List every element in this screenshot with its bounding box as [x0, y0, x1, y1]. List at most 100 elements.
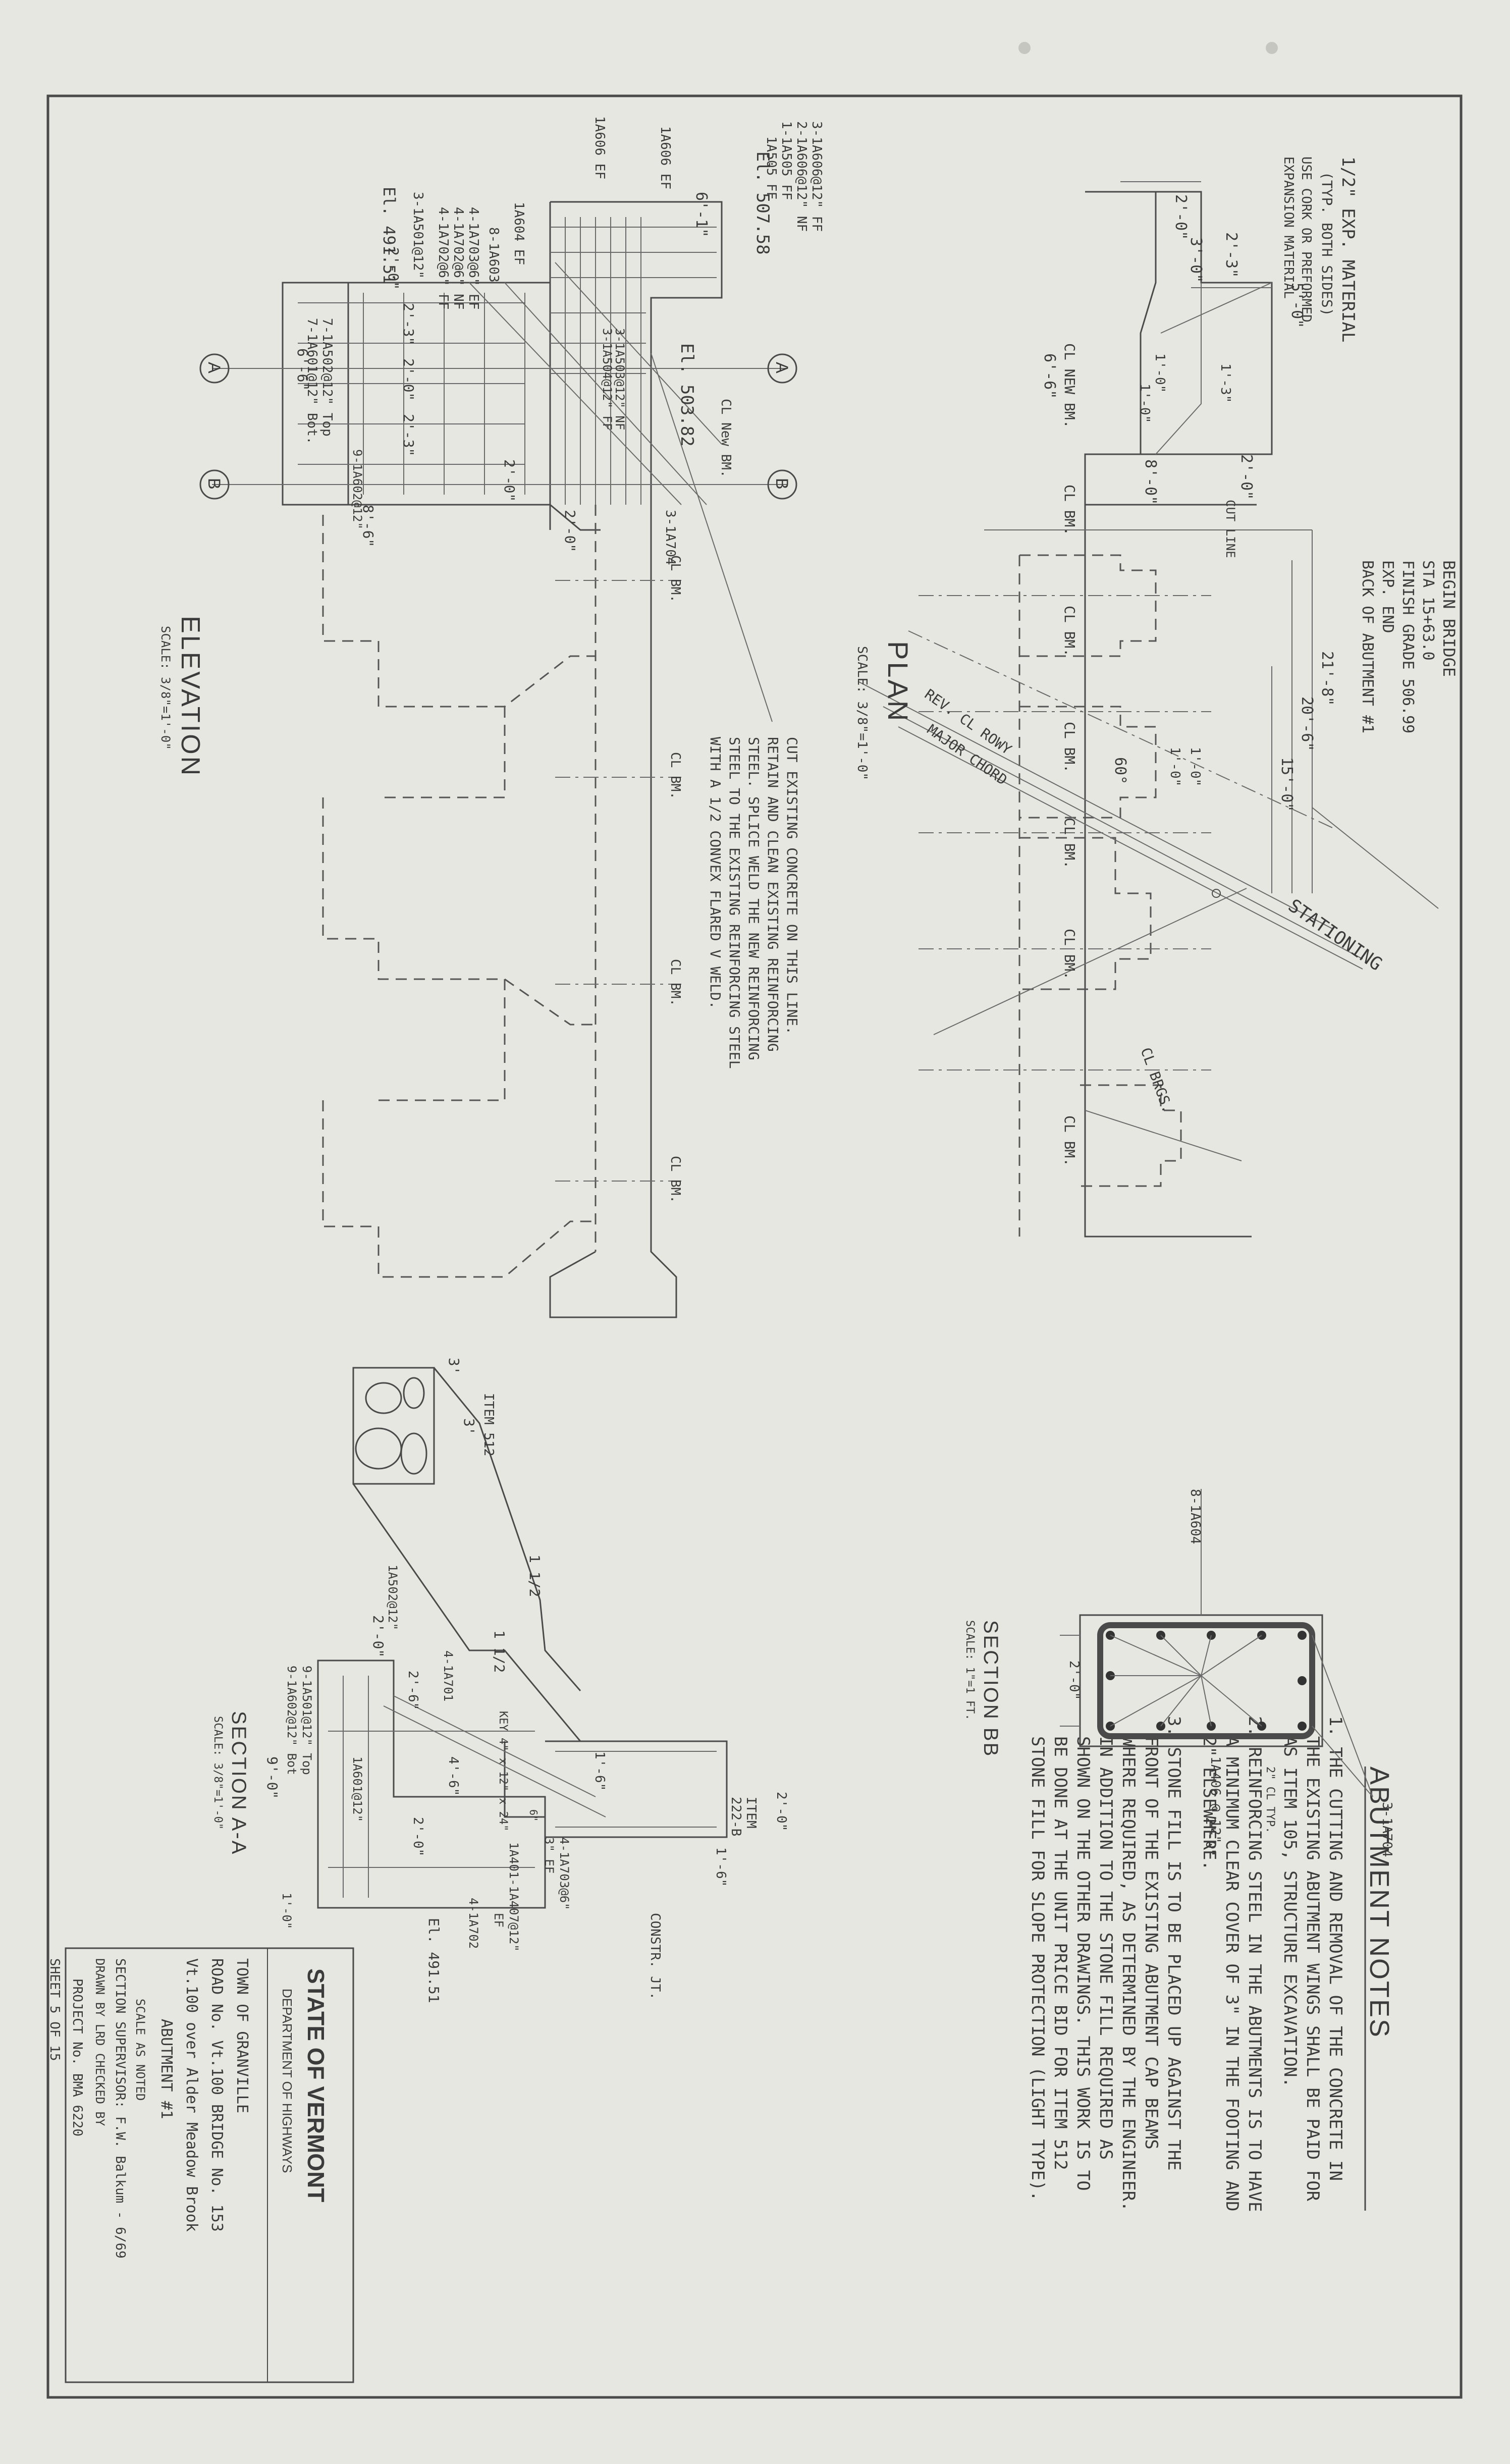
sec-aa-dim: 2'-0" [410, 1817, 425, 1856]
section-aa-scale: SCALE: 3/8"=1'-0" [211, 1716, 224, 1830]
sec-aa-dim: 1'-6" [592, 1751, 607, 1791]
bar-callout: 4-1A702@6" NF [451, 207, 466, 310]
exp-material-1: 1/2" EXP. MATERIAL [1338, 156, 1358, 342]
title-description: Vt.100 over Alder Meadow Brook [183, 1958, 200, 2232]
elev-bm: CL BM. [668, 555, 683, 603]
note-3-line-2: FRONT OF THE EXISTING ABUTMENT CAP BEAMS [1141, 1736, 1161, 2150]
sec-aa-bar: 1A401-1A407@12" [507, 1842, 521, 1952]
plan-new-bm: CL NEW BM. [1061, 343, 1078, 428]
sec-aa-bar: 3" EF [542, 1837, 556, 1873]
sec-aa-dim: 3' [461, 1418, 477, 1435]
item222b-2: 222-B [728, 1797, 743, 1836]
note-2-line-3: 2" ELSEWHERE. [1199, 1736, 1219, 1870]
sec-bb-bar: 1A406 @ 12" [1208, 1756, 1223, 1843]
plan-view: 2'-0" 2'-3" 3'-0" 5'-0" 6'-6" 1'-0" 1'-0… [854, 156, 1459, 1238]
sec-bb-bar: 8-1A604 [1188, 1489, 1203, 1544]
title-block: STATE OF VERMONT DEPARTMENT OF HIGHWAYS … [47, 1947, 354, 2383]
bar-callout: 3-1A606@12" FF [809, 121, 824, 232]
elev-dim: 6'-1" [692, 192, 710, 237]
plan-scale: SCALE: 3/8"=1'-0" [854, 646, 870, 780]
bar-callout: 1A606 EF [658, 126, 673, 189]
stirrup [1097, 1622, 1315, 1739]
bar-callout: 3-1A504@12" FF [600, 328, 614, 430]
cut-note-3: STEEL. SPLICE WELD THE NEW REINFORCING [745, 737, 762, 1060]
sec-aa-bar: 9-1A501@12" Top [300, 1666, 314, 1775]
begin-bridge-5: BACK OF ABUTMENT #1 [1359, 560, 1376, 733]
elev-dim: 2'-0" [501, 459, 518, 502]
stationing-label: STATIONING [1284, 895, 1386, 975]
title-sheet: SHEET 5 OF 15 [47, 1958, 62, 2061]
key-label: KEY 4" x 12" x 24" [497, 1711, 509, 1831]
section-a-marker: A [772, 362, 791, 373]
exp-material-2: (TYP. BOTH SIDES) [1319, 172, 1335, 316]
plan-dim: 5'-0" [1288, 283, 1306, 328]
sec-aa-bar: 4-1A703@6" [557, 1837, 571, 1910]
sec-bb-dim: 2'-0" [1203, 1817, 1218, 1856]
elev-dim: 6'-6" [294, 348, 311, 391]
plan-dim: 21'-8" [1318, 651, 1336, 706]
section-aa-title: SECTION A-A [228, 1711, 250, 1855]
plan-dim: 8'-0" [1142, 459, 1159, 505]
sec-aa-dim: 2'-0" [774, 1792, 789, 1831]
section-bb-title: SECTION BB [980, 1620, 1002, 1757]
el-top: El. 507.58 [752, 151, 773, 255]
cut-note-5: WITH A 1/2 CONVEX FLARED V WELD. [707, 737, 724, 1009]
note-2-line-1: 2. REINFORCING STEEL IN THE ABUTMENTS IS… [1245, 1716, 1265, 2212]
sec-aa-dim: 4'-6" [446, 1756, 461, 1796]
bar-callout: 8-1A603 [486, 227, 501, 283]
title-state: STATE OF VERMONT [303, 1968, 329, 2202]
section-aa-view: ITEM 512 ITEM 222-B CONSTR. JT. El. 491.… [211, 1358, 789, 2003]
sec-bb-bar: 3-1A704 [1379, 1802, 1394, 1857]
punch-hole [1266, 42, 1278, 54]
title-project: PROJECT No. BMA 6220 [70, 1978, 85, 2136]
sec-aa-dim: 6" [527, 1809, 540, 1822]
plan-bm: CL BM. [1061, 818, 1078, 869]
plan-bm: CL BM. [1061, 485, 1078, 535]
sec-bb-bar: 2" CL TYP. [1264, 1766, 1276, 1833]
note-2-line-2: A MINIMUM CLEAR COVER OF 3" IN THE FOOTI… [1222, 1736, 1242, 2212]
sec-aa-bar: EF [492, 1913, 506, 1927]
section-a-marker: A [204, 362, 224, 373]
begin-bridge-2: STA 15+63.0 [1419, 560, 1437, 661]
elev-dim: 2'-3" [400, 414, 417, 456]
title-town: TOWN OF GRANVILLE [233, 1958, 251, 2113]
bar-callout: 7-1A601@12" Bot. [304, 318, 319, 444]
note-3-line-3: WHERE REQUIRED, AS DETERMINED BY THE ENG… [1118, 1736, 1139, 2212]
sec-aa-dim: 1'-6" [713, 1847, 728, 1887]
elev-dim: 2'-3" [400, 303, 417, 345]
elev-dim: 2'-0" [400, 358, 417, 401]
el-mid: El. 503.82 [677, 343, 697, 447]
item512-label: ITEM 512 [481, 1393, 496, 1456]
note-1-line-1: 1. THE CUTTING AND REMOVAL OF THE CONCRE… [1325, 1716, 1345, 2181]
sec-bb-dim: 2'-0" [1066, 1660, 1082, 1700]
plan-dim: 6'-6" [1041, 353, 1058, 399]
bar-callout: 9-1A602@12" [350, 449, 364, 529]
sec-aa-dim: 1 1/2 [526, 1555, 543, 1597]
title-road: ROAD No. Vt.100 BRIDGE No. 153 [208, 1958, 226, 2232]
plan-bm: CL BM. [1061, 1115, 1078, 1166]
plan-dim: 20'-6" [1298, 697, 1316, 751]
sec-aa-bar: 4-1A701 [441, 1650, 455, 1701]
begin-bridge-4: EXP. END [1379, 560, 1396, 633]
title-abutment: ABUTMENT #1 [157, 2019, 175, 2119]
notes-heading: ABUTMENT NOTES [1364, 1766, 1394, 2039]
note-3-line-6: BE DONE AT THE UNIT PRICE BID FOR ITEM 5… [1050, 1736, 1070, 2170]
elev-new-bm: CL New BM. [718, 399, 733, 478]
section-bb-scale: SCALE: 1"=1 FT. [963, 1620, 976, 1721]
plan-dim: 1'-0" [1167, 747, 1182, 786]
bar-callout: 2-1A606@12" NF [794, 121, 809, 232]
punch-hole [1018, 42, 1031, 54]
sec-aa-bar: 1A502@12" [386, 1565, 400, 1630]
begin-bridge-1: BEGIN BRIDGE [1439, 560, 1459, 677]
plan-dim: 1'-3" [1218, 363, 1233, 403]
brgs-label: CL BRGS. [1137, 1045, 1176, 1115]
sec-aa-dim: 3' [446, 1358, 462, 1375]
title-supervisor: SECTION SUPERVISOR: F.W. Balkum - 6/69 [113, 1958, 128, 2259]
sec-aa-dim: 1'-0" [280, 1893, 294, 1929]
bar-callout: 1A505 FF [764, 136, 779, 199]
exp-material-4: EXPANSION MATERIAL [1281, 156, 1296, 299]
sec-aa-bar: 9-1A602@12" Bot [285, 1666, 299, 1775]
bar-callout: 1A606 EF [592, 116, 607, 179]
plan-dim: 2'-0" [1237, 454, 1255, 500]
